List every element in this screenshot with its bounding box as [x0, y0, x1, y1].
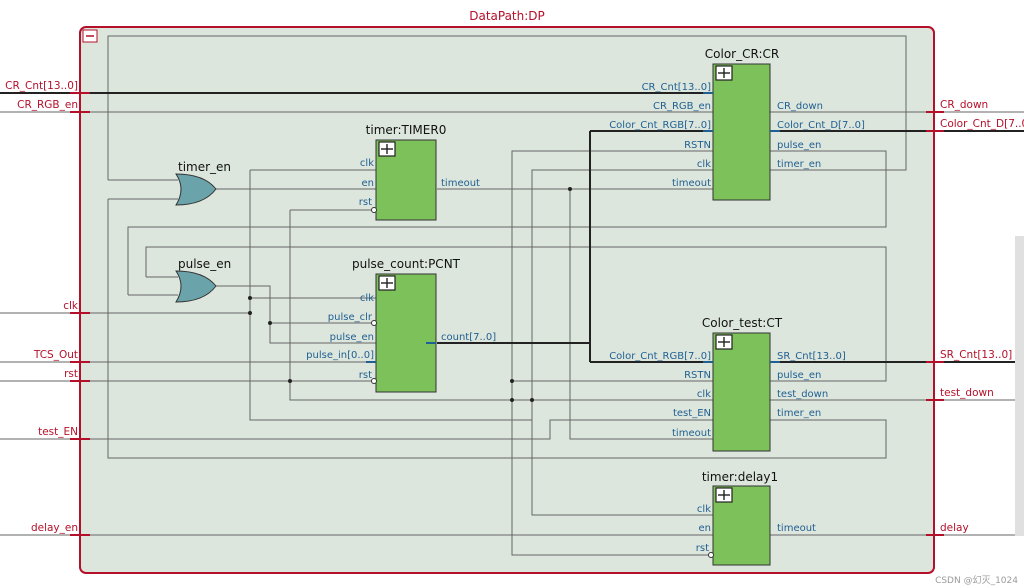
- vertical-scrollbar[interactable]: [1015, 236, 1024, 536]
- port-cr-cnt[interactable]: CR_Cnt[13..0]: [5, 80, 78, 92]
- outer-wires: [0, 111, 90, 536]
- port-delay-en[interactable]: delay_en: [31, 522, 78, 534]
- port-test-down[interactable]: test_down: [940, 387, 994, 399]
- pcnt-pin-rst: rst: [359, 370, 372, 381]
- port-cr-down[interactable]: CR_down: [940, 99, 988, 111]
- pin-ticks: [366, 92, 780, 363]
- timer0-pin-rst: rst: [359, 197, 372, 208]
- cr-pin-cr-down: CR_down: [777, 101, 823, 112]
- block-timer0-title: timer:TIMER0: [366, 123, 447, 137]
- collapse-icon[interactable]: [82, 29, 98, 43]
- block-color-cr-title: Color_CR:CR: [705, 47, 779, 61]
- pcnt-pin-pulse-clr: pulse_clr: [328, 312, 373, 323]
- timer0-pin-timeout: timeout: [441, 178, 480, 189]
- expand-icon[interactable]: [378, 141, 396, 157]
- gate-timer-en-label: timer_en: [178, 160, 231, 174]
- expand-icon[interactable]: [715, 487, 733, 503]
- delay-pin-clk: clk: [697, 504, 711, 515]
- expand-icon[interactable]: [378, 275, 396, 291]
- delay-pin-timeout: timeout: [777, 523, 816, 534]
- block-pulse-count[interactable]: pulse_count:PCNT clk pulse_clr pulse_en …: [306, 257, 496, 393]
- ct-pin-color-cnt-rgb: Color_Cnt_RGB[7..0]: [609, 351, 711, 362]
- bus-wires: [0, 92, 1024, 363]
- cr-pin-pulse-en: pulse_en: [777, 140, 821, 151]
- block-color-cr[interactable]: Color_CR:CR CR_Cnt[13..0] CR_RGB_en Colo…: [609, 47, 865, 201]
- port-color-cnt-d[interactable]: Color_Cnt_D[7..0]: [940, 118, 1024, 130]
- watermark: CSDN @幻灭_1024: [935, 576, 1018, 586]
- port-rst[interactable]: rst: [64, 368, 78, 380]
- cr-pin-timeout: timeout: [672, 178, 711, 189]
- datapath-title: DataPath:DP: [469, 9, 545, 23]
- gate-timer-en[interactable]: timer_en: [175, 160, 231, 206]
- port-delay[interactable]: delay: [940, 522, 969, 534]
- ct-pin-timer-en: timer_en: [777, 408, 821, 419]
- block-pulse-count-title: pulse_count:PCNT: [352, 257, 461, 271]
- junction-dots: [248, 187, 572, 402]
- block-timer-delay-title: timer:delay1: [702, 470, 778, 484]
- ct-pin-pulse-en: pulse_en: [777, 370, 821, 381]
- timer0-pin-en: en: [362, 178, 375, 189]
- block-color-test[interactable]: Color_test:CT Color_Cnt_RGB[7..0] RSTN c…: [609, 316, 846, 452]
- gate-pulse-en[interactable]: pulse_en: [175, 257, 231, 303]
- pcnt-pin-pulse-in: pulse_in[0..0]: [306, 350, 374, 361]
- cr-pin-color-cnt-rgb: Color_Cnt_RGB[7..0]: [609, 120, 711, 131]
- timer0-pin-clk: clk: [360, 158, 374, 169]
- wires: [90, 35, 1024, 556]
- port-cr-rgb-en[interactable]: CR_RGB_en: [17, 99, 78, 111]
- ct-pin-test-en: test_EN: [673, 408, 711, 419]
- ct-pin-sr-cnt: SR_Cnt[13..0]: [777, 351, 846, 362]
- pcnt-pin-count: count[7..0]: [441, 332, 496, 343]
- port-tcs-out[interactable]: TCS_Out: [33, 349, 78, 361]
- left-port-labels: CR_Cnt[13..0] CR_RGB_en clk TCS_Out rst …: [5, 80, 79, 534]
- cr-pin-clk: clk: [697, 159, 711, 170]
- block-timer0[interactable]: timer:TIMER0 clk en rst timeout: [359, 123, 480, 221]
- port-stubs: [70, 92, 944, 536]
- pcnt-pin-clk: clk: [360, 293, 374, 304]
- cr-pin-rstn: RSTN: [684, 140, 711, 151]
- expand-icon[interactable]: [715, 334, 733, 350]
- expand-icon[interactable]: [715, 65, 733, 81]
- block-color-test-title: Color_test:CT: [702, 316, 783, 330]
- cr-pin-color-cnt-d: Color_Cnt_D[7..0]: [777, 120, 865, 131]
- port-test-en[interactable]: test_EN: [38, 426, 78, 438]
- ct-pin-timeout: timeout: [672, 428, 711, 439]
- delay-pin-en: en: [699, 523, 712, 534]
- ct-pin-test-down: test_down: [777, 389, 828, 400]
- delay-pin-rst: rst: [696, 543, 709, 554]
- ct-pin-clk: clk: [697, 389, 711, 400]
- cr-pin-cr-cnt: CR_Cnt[13..0]: [642, 82, 712, 93]
- gate-pulse-en-label: pulse_en: [178, 257, 231, 271]
- block-timer-delay[interactable]: timer:delay1 clk en rst timeout: [696, 470, 816, 566]
- right-port-labels: CR_down Color_Cnt_D[7..0] SR_Cnt[13..0] …: [940, 99, 1024, 534]
- pcnt-pin-pulse-en: pulse_en: [330, 332, 374, 343]
- port-sr-cnt[interactable]: SR_Cnt[13..0]: [940, 349, 1012, 361]
- cr-pin-cr-rgb-en: CR_RGB_en: [653, 101, 711, 112]
- ct-pin-rstn: RSTN: [684, 370, 711, 381]
- cr-pin-timer-en: timer_en: [777, 159, 821, 170]
- port-clk[interactable]: clk: [63, 300, 79, 312]
